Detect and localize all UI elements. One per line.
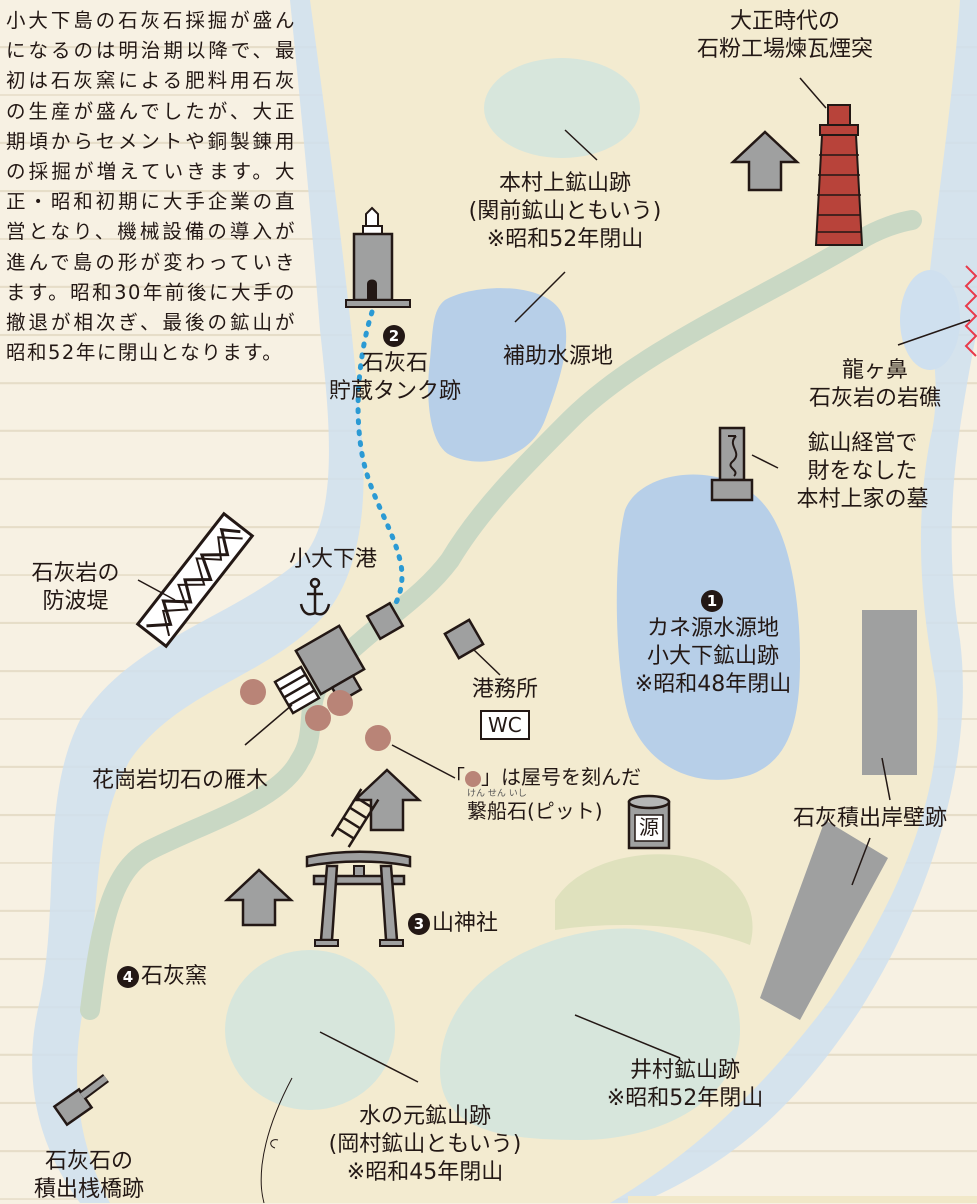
imura-line1: 井村鉱山跡 (629, 1058, 740, 1083)
island-road (80, 210, 922, 1020)
arrow-up-icon (729, 130, 801, 192)
kiln-number: 4 (117, 966, 139, 988)
torii-icon (305, 850, 412, 947)
ladder-icon (330, 788, 380, 848)
tank-number: 2 (383, 325, 405, 347)
chimney-label-line1: 大正時代の (729, 9, 840, 34)
chimney-leader (799, 77, 827, 109)
ryugahana-label: 龍ヶ鼻 石灰岩の岩礁 (780, 357, 970, 413)
kiln-name: 石灰窯 (141, 964, 208, 989)
mooring-prefix: 「 (445, 765, 465, 789)
reef-icon (964, 265, 977, 357)
corner-panel (628, 1196, 977, 1203)
breakwater-line2: 防波堤 (42, 589, 109, 614)
imura-leader (574, 1014, 681, 1059)
kanegen-label: 1 カネ源水源地 小大下鉱山跡 ※昭和48年閉山 (578, 587, 848, 699)
pier-line2: 積出桟橋跡 (33, 1177, 144, 1202)
imura-mine-label: 井村鉱山跡 ※昭和52年閉山 (570, 1057, 800, 1113)
chimney-icon (814, 104, 864, 246)
grave-label: 鉱山経営で 財をなした 本村上家の墓 (770, 430, 955, 514)
shore-line (260, 1077, 293, 1203)
intro-text: 小大下島の石灰石採掘が盛んになるのは明治期以降で、最初は石灰窯による肥料用石灰の… (6, 9, 296, 365)
sea-inlet (900, 270, 960, 370)
quay-wall-north (862, 610, 917, 775)
honmura-mine-label: 本村上鉱山跡 (関前鉱山ともいう) ※昭和52年閉山 (445, 170, 685, 254)
chimney-label: 大正時代の 石粉工場煉瓦煙突 (660, 8, 910, 64)
breakwater-icon (135, 511, 255, 649)
imura-line2: ※昭和52年閉山 (606, 1086, 764, 1111)
mizunomoto-leader (319, 1031, 419, 1083)
kanegen-line1: カネ源水源地 (646, 616, 779, 641)
arrow-up-icon (351, 768, 423, 832)
kanegen-water-source (616, 474, 800, 780)
honmura-line2: (関前鉱山ともいう) (468, 199, 662, 224)
gen-mark: 源 (639, 815, 659, 839)
lighthouse-icon (345, 206, 411, 308)
mizunomoto-line3: ※昭和45年閉山 (346, 1160, 504, 1185)
pier-label: 石灰石の 積出桟橋跡 (4, 1148, 174, 1204)
grave-leader (751, 454, 779, 469)
grave-icon (710, 426, 754, 502)
mine-area-imura (440, 928, 740, 1140)
mizunomoto-line2: (岡村鉱山ともいう) (328, 1132, 522, 1157)
mooring-stones (240, 679, 391, 751)
quay-wall-south (760, 820, 888, 1020)
breakwater-label: 石灰岩の 防波堤 (8, 560, 143, 616)
pier-icon (52, 1074, 109, 1127)
grave-line2: 財をなした (807, 459, 918, 484)
quay-label: 石灰積出岸壁跡 (792, 806, 947, 831)
grave-line3: 本村上家の墓 (796, 487, 929, 512)
breakwater-line1: 石灰岩の (31, 561, 120, 586)
mooring-furigana: けん せん いし (467, 789, 527, 799)
mooring-leader (391, 744, 456, 779)
port-office-label: 港務所 (471, 677, 538, 702)
tank-label: 2 石灰石 貯蔵タンク跡 (305, 322, 485, 406)
kanegen-line3: ※昭和48年閉山 (634, 672, 792, 697)
mizunomoto-line1: 水の元鉱山跡 (358, 1104, 491, 1129)
mooring-suffix: 」は屋号を刻んだ (481, 765, 641, 789)
shrine-number: 3 (408, 913, 430, 935)
honmura-line1: 本村上鉱山跡 (498, 171, 631, 196)
arrow-up-icon (223, 868, 295, 927)
tank-line2: 貯蔵タンク跡 (328, 379, 461, 404)
chimney-label-line2: 石粉工場煉瓦煙突 (696, 37, 873, 62)
ryugahana-line2: 石灰岩の岩礁 (808, 386, 941, 411)
mooring-line2: 繋船石(ピット) (467, 799, 603, 823)
shrine-name: 山神社 (432, 911, 499, 936)
aux-water-label: 補助水源地 (502, 344, 613, 369)
port-label: 小大下港 (288, 547, 377, 572)
ryugahana-leader (897, 319, 971, 346)
granite-label: 花崗岩切石の雁木 (91, 768, 268, 793)
honmura-line3: ※昭和52年閉山 (486, 227, 644, 252)
mine-area-honmura (484, 58, 640, 158)
breakwater-leader (137, 579, 176, 601)
mooring-label: 「」は屋号を刻んだ けん せん いし 繋船石(ピット) (445, 764, 685, 824)
granite-leader (244, 704, 293, 746)
mizunomoto-mine-label: 水の元鉱山跡 (岡村鉱山ともいう) ※昭和45年閉山 (300, 1103, 550, 1187)
anchor-icon (299, 577, 331, 616)
port-building (294, 601, 485, 704)
aux-water-source (428, 288, 567, 462)
wc-sign: WC (480, 710, 530, 740)
mine-area-mizunomoto (225, 950, 395, 1110)
quay-leader-2 (851, 837, 871, 886)
pier-line1: 石灰石の (44, 1149, 133, 1174)
tank-line1: 石灰石 (361, 351, 428, 376)
port-office-leader (473, 649, 501, 676)
hill-shade (555, 854, 753, 945)
grave-line1: 鉱山経営で (807, 431, 918, 456)
mooring-dot (465, 770, 481, 787)
ryugahana-line1: 龍ヶ鼻 (841, 358, 908, 383)
aux-water-leader (514, 271, 566, 323)
honmura-leader (564, 129, 598, 161)
quay-leader-1 (881, 757, 891, 801)
tank-icon (627, 794, 671, 850)
granite-steps-icon (273, 665, 321, 715)
kanegen-line2: 小大下鉱山跡 (646, 644, 779, 669)
conveyor-path (355, 309, 405, 615)
kanegen-number: 1 (701, 590, 723, 612)
